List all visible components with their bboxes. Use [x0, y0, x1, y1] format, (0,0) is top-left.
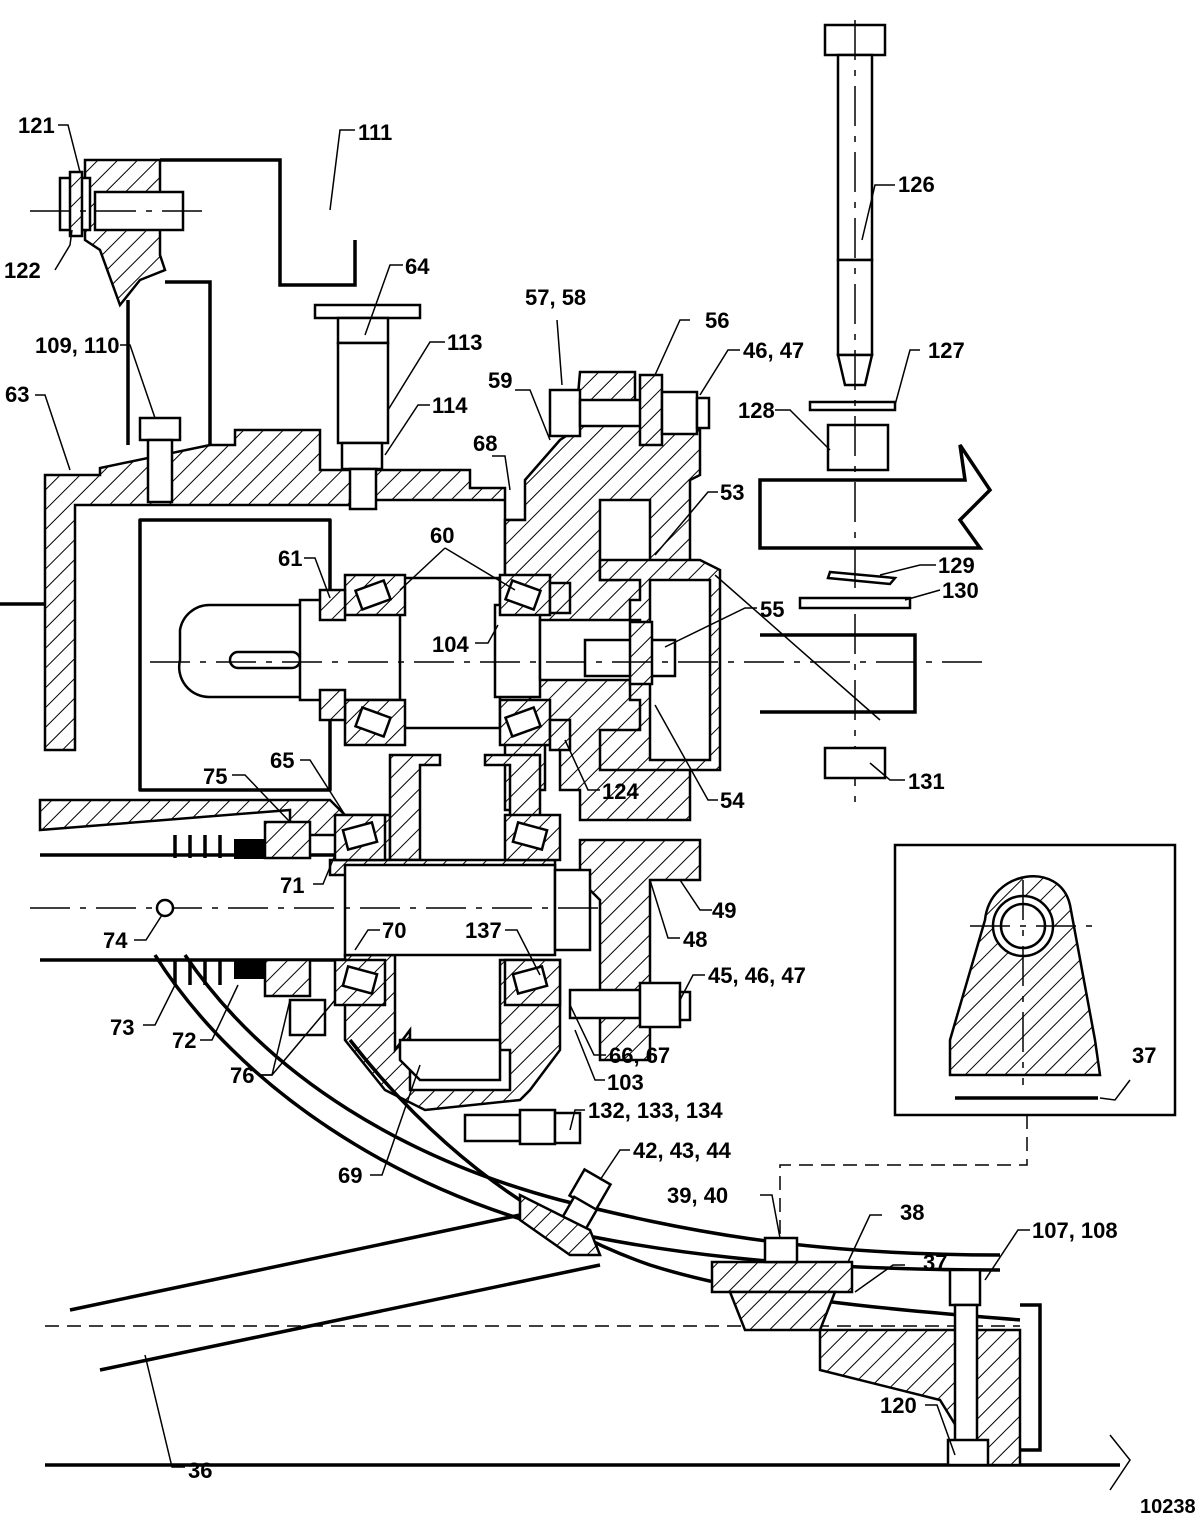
callout-131: 131	[908, 769, 945, 794]
fitting-64-113-114	[313, 303, 422, 511]
callout-114: 114	[432, 393, 468, 418]
callout-65: 65	[270, 748, 294, 773]
callout-70: 70	[382, 918, 406, 943]
bolt-45-46-47	[568, 981, 692, 1029]
callout-109-110: 109, 110	[35, 333, 119, 358]
callout-61: 61	[278, 546, 302, 571]
callout-54: 54	[720, 788, 745, 813]
callout-126: 126	[898, 172, 935, 197]
pad-38	[710, 1236, 854, 1332]
callout-103: 103	[607, 1070, 644, 1095]
bearings-lower	[333, 813, 562, 1007]
callout-72: 72	[172, 1028, 196, 1053]
callout-37: 37	[923, 1250, 947, 1275]
bearings-60	[318, 573, 572, 752]
callout-107-108: 107, 108	[1032, 1218, 1118, 1243]
callout-76: 76	[230, 1063, 254, 1088]
callout-120: 120	[880, 1393, 917, 1418]
callout-39-40: 39, 40	[667, 1183, 728, 1208]
callout-38: 38	[900, 1200, 924, 1225]
callout-60: 60	[430, 523, 454, 548]
callout-74: 74	[103, 928, 128, 953]
bolt-42-43-44	[518, 1167, 613, 1257]
callout-63: 63	[5, 382, 29, 407]
callout-68: 68	[473, 431, 497, 456]
bolt-109-110	[138, 416, 182, 504]
callout-46-47: 46, 47	[743, 338, 804, 363]
callout-75: 75	[203, 764, 227, 789]
callout-59: 59	[488, 368, 512, 393]
lower-shaft	[30, 853, 600, 962]
callout-132-133-134: 132, 133, 134	[588, 1098, 723, 1123]
bolt-57-58	[548, 373, 711, 447]
bolt-126	[808, 20, 897, 810]
callout-37-inset: 37	[1132, 1043, 1156, 1068]
callout-127: 127	[928, 338, 965, 363]
callout-130: 130	[942, 578, 979, 603]
callout-69: 69	[338, 1163, 362, 1188]
callout-71: 71	[280, 873, 304, 898]
callout-48: 48	[683, 927, 707, 952]
callout-73: 73	[110, 1015, 134, 1040]
callout-57-58: 57, 58	[525, 285, 586, 310]
callout-36: 36	[188, 1458, 212, 1483]
callout-49: 49	[712, 898, 736, 923]
figure-number: 10238	[1140, 1496, 1196, 1518]
callout-124: 124	[602, 779, 639, 804]
bolt-132-133-134	[463, 1108, 582, 1146]
callout-113: 113	[447, 330, 483, 355]
callout-128: 128	[738, 398, 775, 423]
mount-bracket-top	[30, 158, 357, 445]
callout-45-46-47: 45, 46, 47	[708, 963, 806, 988]
callout-137: 137	[465, 918, 502, 943]
callout-42-43-44: 42, 43, 44	[633, 1138, 732, 1163]
callout-122: 122	[4, 258, 41, 283]
upper-shaft	[177, 576, 677, 730]
base-bracket	[818, 1268, 1131, 1491]
callout-121: 121	[18, 113, 55, 138]
callout-66-67: 66, 67	[609, 1043, 670, 1068]
seal-spring-73	[173, 820, 327, 1037]
leader-lines	[35, 124, 1131, 1468]
callout-55: 55	[760, 597, 784, 622]
callout-labels: 121 122 111 126 64 113 114 57, 58 56 46,…	[4, 113, 1196, 1518]
lever-arm	[758, 444, 993, 780]
inset-detail	[779, 843, 1177, 1235]
callout-104: 104	[432, 632, 469, 657]
callout-64: 64	[405, 254, 430, 279]
callout-53: 53	[720, 480, 744, 505]
housing-63	[0, 428, 527, 792]
callout-111: 111	[358, 120, 392, 145]
callout-129: 129	[938, 553, 975, 578]
callout-56: 56	[705, 308, 729, 333]
